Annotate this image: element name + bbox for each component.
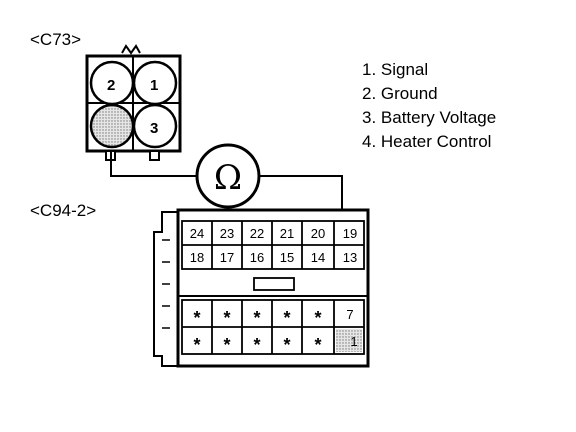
ohmmeter: Ω [195, 143, 261, 209]
c94-pin-label: * [314, 308, 321, 328]
c94-pin-label: 13 [343, 250, 357, 265]
c73-pin-label: 3 [150, 120, 158, 137]
ohm-symbol: Ω [214, 158, 242, 198]
c73-label: <C73> [30, 30, 81, 49]
c94-pin-label: 18 [190, 250, 204, 265]
c94-pin-label: * [193, 335, 200, 355]
c94-pin-label: 19 [343, 226, 357, 241]
c94-pin-label: * [253, 335, 260, 355]
c94-pin-label: 23 [220, 226, 234, 241]
ohmmeter-icon [195, 143, 261, 209]
legend-item: 2. Ground [362, 84, 438, 103]
c94-pin-label: 17 [220, 250, 234, 265]
c94-pin-label: * [223, 308, 230, 328]
c94-pin-label: * [253, 308, 260, 328]
c94-label: <C94-2> [30, 201, 96, 220]
lock-tab-icon [121, 44, 141, 55]
probed-terminal [336, 329, 362, 352]
c94-pin-label: 16 [250, 250, 264, 265]
side-latch-icon [153, 211, 178, 367]
c73-pin-label: 2 [107, 77, 115, 94]
c73-connector: 2 1 3 [85, 44, 182, 161]
c94-pin-label: 21 [280, 226, 294, 241]
c94-pin-label: * [283, 308, 290, 328]
legend-item: 1. Signal [362, 60, 428, 79]
c73-pin-4 [89, 103, 135, 149]
c94-pin-label: * [283, 335, 290, 355]
pin-legend: 1. Signal 2. Ground 3. Battery Voltage 4… [362, 60, 496, 151]
c94-pin-label: 22 [250, 226, 264, 241]
c73-pin-3 [132, 103, 178, 149]
c94-pin-label: 15 [280, 250, 294, 265]
probe-wire-left [110, 152, 196, 177]
c94-pin-label: * [193, 308, 200, 328]
legend-item: 4. Heater Control [362, 132, 491, 151]
c94-pin-label: 24 [190, 226, 204, 241]
c94-pin-label: 1 [350, 334, 357, 349]
c94-pin-label: * [223, 335, 230, 355]
legend-item: 3. Battery Voltage [362, 108, 496, 127]
c94-pin-label: 20 [311, 226, 325, 241]
c94-pin-label: 7 [346, 307, 353, 322]
c94-pin-label: 14 [311, 250, 325, 265]
c94-connector: 24 23 22 21 20 19 18 17 16 15 14 13 * * … [153, 208, 370, 368]
key-slot [253, 277, 295, 291]
c73-pin-label: 1 [150, 77, 158, 94]
c94-pin-label: * [314, 335, 321, 355]
